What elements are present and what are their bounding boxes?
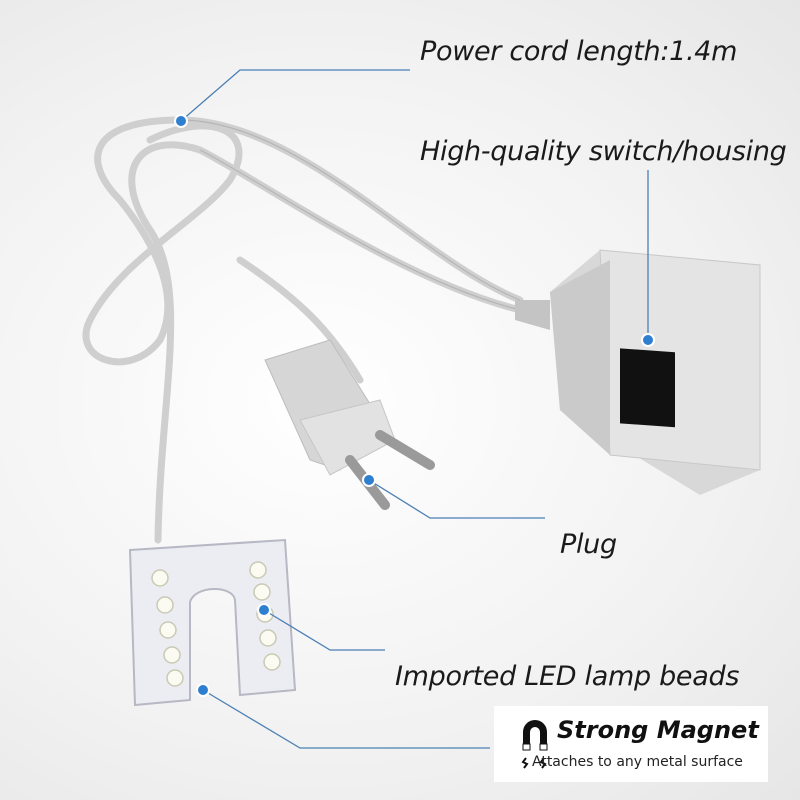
callout-plug: Plug xyxy=(560,529,617,560)
badge-title: Strong Magnet xyxy=(557,716,759,744)
callout-power-cord: Power cord length:1.4m xyxy=(420,36,738,67)
badge-subtitle: Attaches to any metal surface xyxy=(532,754,743,770)
power-cord xyxy=(82,116,524,544)
rocker-switch xyxy=(620,348,675,428)
callout-switch: High-quality switch/housing xyxy=(420,136,787,167)
callout-dots xyxy=(174,114,655,697)
strong-magnet-badge: Strong Magnet Attaches to any metal surf… xyxy=(494,706,768,782)
switch-housing xyxy=(515,249,761,495)
callout-lines xyxy=(180,69,649,749)
horseshoe-magnet-icon xyxy=(521,720,548,769)
callout-led: Imported LED lamp beads xyxy=(395,661,740,692)
led-lamp xyxy=(128,538,297,707)
